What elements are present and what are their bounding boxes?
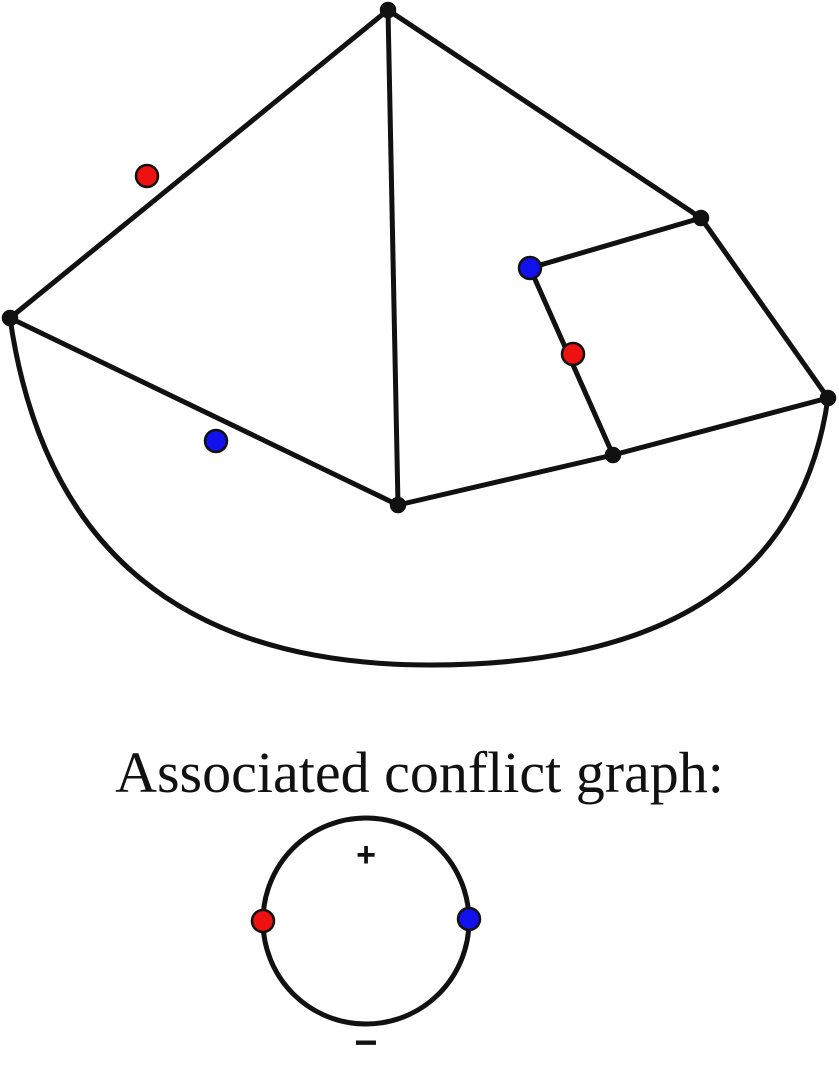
vertex-center-bottom xyxy=(389,496,407,514)
vertex-blue-inner xyxy=(517,255,543,281)
vertex-blue-lower-left xyxy=(203,428,229,454)
vertex-far-right xyxy=(819,389,837,407)
edge-bottom-arc xyxy=(7,315,831,668)
vertex-red-inner xyxy=(560,341,586,367)
edge-left-to-top xyxy=(7,7,391,321)
conflict-vertex-red xyxy=(250,908,276,934)
edge-top-to-upper-right xyxy=(385,7,704,221)
edge-top-to-center-bottom xyxy=(385,7,401,508)
graph-edges xyxy=(7,7,831,668)
vertex-inner-right xyxy=(604,446,622,464)
caption-associated-conflict-graph: Associated conflict graph: xyxy=(115,740,724,805)
edge-left-to-center-bottom xyxy=(7,315,401,508)
vertex-left xyxy=(1,309,19,327)
conflict-graph: + − xyxy=(250,815,482,1065)
graph-vertices xyxy=(1,1,837,514)
conflict-vertex-blue xyxy=(456,906,482,932)
vertex-red-upper-left xyxy=(134,163,160,189)
vertex-top xyxy=(379,1,397,19)
conflict-edge-minus-sign: − xyxy=(354,1021,377,1065)
edge-upper-right-to-far-right xyxy=(698,215,831,401)
edge-center-bottom-to-inner-right xyxy=(395,452,616,508)
conflict-edge-plus-sign: + xyxy=(356,836,376,874)
edge-upper-right-to-inner-blue xyxy=(527,215,704,271)
vertex-upper-right xyxy=(692,209,710,227)
edge-inner-right-to-far-right xyxy=(610,395,831,458)
